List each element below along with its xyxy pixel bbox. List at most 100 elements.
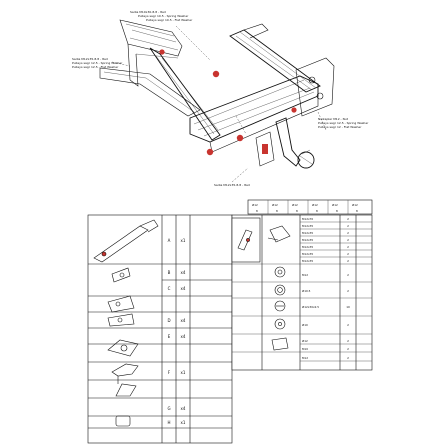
part-letter: A: [168, 238, 171, 243]
callout-center-bottom: Sadia M12x35-8.8 - 8ad: [214, 183, 250, 187]
nut-icon: [274, 266, 286, 278]
parts-table: A B C D E F G H x1 x4 x4 x4 x4 x1 x4 x1: [87, 214, 233, 444]
hardware-qty: 10: [346, 305, 350, 309]
part-letter: C: [168, 286, 171, 291]
hardware-qty-labels: 2 2 2 2 2 2 2 2 2 10 2 2 2 2: [346, 217, 350, 360]
part-letter: H: [167, 420, 170, 425]
part-letter: F: [168, 370, 171, 375]
callout-left-top: Sadia M10x30-8.8 - 8ad Pulleys sagr 10.5…: [130, 10, 193, 22]
part-qty: x1: [181, 420, 186, 425]
tow-neck: [275, 117, 301, 167]
part-g-icon: [115, 383, 137, 397]
part-e-icon: [107, 339, 139, 357]
part-a-icon: [93, 219, 159, 263]
part-letter: G: [167, 406, 170, 411]
callout-text: Naikaplar M12 - Nut: [318, 117, 349, 121]
hardware-size: M12x70: [302, 217, 313, 221]
hardware-qty: 2: [347, 217, 349, 221]
hardware-qty: 2: [347, 245, 349, 249]
washer-size: Ø12: [252, 202, 258, 207]
washer-qty: 8: [296, 209, 298, 213]
hardware-size: M12x35: [302, 231, 313, 235]
part-b-icon: [111, 267, 131, 283]
callout-text: Sadia M10x30-8.8 - 8ad: [130, 10, 166, 14]
part-qty: x1: [181, 370, 186, 375]
parts-table-qty: x1 x4 x4 x4 x4 x1 x4 x1: [181, 238, 186, 425]
hardware-table: M12x70 M12x35 M12x35 M12x35 M12x35 M12x3…: [231, 214, 373, 371]
parts-table-letters: A B C D E F G H: [167, 238, 170, 425]
hardware-qty: 2: [347, 252, 349, 256]
part-h-icon: [115, 415, 131, 427]
hardware-size: M12x35: [302, 245, 313, 249]
hardware-qty: 2: [347, 273, 349, 277]
hardware-qty: 2: [347, 224, 349, 228]
part-letter: B: [168, 270, 171, 275]
washer-qty: 8: [336, 209, 338, 213]
callout-text: Sadia M12x35-8.8 - 8ad: [72, 57, 108, 61]
callout-text: Pulleys sagr 12 - Flat Washer: [318, 125, 362, 129]
callout-text: Sadia M12x35-8.8 - 8ad: [214, 183, 250, 187]
callout-right-mid: Naikaplar M12 - Nut Pulleys sagr 12.5 - …: [318, 117, 369, 129]
part-d-icon: [107, 313, 135, 327]
part-qty: x4: [181, 406, 186, 411]
right-side-bracket: [229, 29, 321, 93]
hardware-qty: 2: [347, 356, 349, 360]
callout-left-mid: Sadia M12x35-8.8 - 8ad Pulleys sagr 12.5…: [72, 57, 123, 69]
bolt-head-marker: [212, 70, 220, 78]
callout-text: Pulleys sagr 12.5 - Flat Washer: [72, 65, 119, 69]
washer-grid-labels: Ø12 Ø12 Ø12 Ø12 Ø12 Ø12 8 8 8 8 8 8: [252, 202, 358, 213]
hardware-qty: 2: [347, 289, 349, 293]
part-qty: x4: [181, 334, 186, 339]
callout-text: Pulleys sagr 12.5 - Spring Washer: [318, 121, 369, 125]
hardware-size-labels: M12x70 M12x35 M12x35 M12x35 M12x35 M12x3…: [302, 217, 319, 360]
washer-size: Ø12: [292, 202, 298, 207]
callout-text: Pulleys sagr 12.5 - Spring Washer: [72, 61, 123, 65]
hardware-size: Ø12x30x2.5: [302, 304, 319, 309]
washer-qty: 8: [356, 209, 358, 213]
part-c-icon: [107, 295, 135, 313]
hardware-size: Ø10.5: [302, 288, 311, 293]
hardware-size: M12x35: [302, 259, 313, 263]
hardware-qty: 2: [347, 339, 349, 343]
left-mounting-rail: [119, 19, 183, 57]
hardware-size: M12x35: [302, 252, 313, 256]
callout-text: Pulleys sagr 10.5 - Flat Washer: [146, 18, 193, 22]
left-side-bracket: [149, 47, 221, 141]
hardware-qty: 2: [347, 238, 349, 242]
hardware-qty: 2: [347, 259, 349, 263]
part-letter: E: [168, 334, 171, 339]
washer-qty: 8: [256, 209, 258, 213]
washer-size: Ø12: [312, 202, 318, 207]
socket-plate: [255, 131, 275, 167]
hardware-qty: 2: [347, 347, 349, 351]
hardware-size: Ø12: [302, 338, 308, 343]
hardware-size: M12x35: [302, 238, 313, 242]
small-hardware-strip: [231, 217, 261, 263]
part-qty: x4: [181, 318, 186, 323]
part-letter: D: [167, 318, 170, 323]
hardware-qty: 2: [347, 231, 349, 235]
callout-text: Pulleys sagr 10.5 - Spring Washer: [138, 14, 189, 18]
washer-icon: [274, 284, 286, 296]
washer-size: Ø12: [272, 202, 278, 207]
hardware-size: Ø10: [302, 322, 308, 327]
part-f-icon: [111, 363, 139, 384]
washer-size: Ø12: [352, 202, 358, 207]
hardware-size: M12: [302, 356, 308, 360]
hardware-qty: 2: [347, 323, 349, 327]
washer-qty: 8: [276, 209, 278, 213]
washer-grid: Ø12 Ø12 Ø12 Ø12 Ø12 Ø12 8 8 8 8 8 8: [247, 199, 373, 215]
bolt-icon: [267, 225, 291, 243]
part-qty: x4: [181, 270, 186, 275]
hardware-size: M12: [302, 273, 308, 277]
part-qty: x4: [181, 286, 186, 291]
spring-washer-icon: [274, 300, 286, 312]
hardware-size: M12x35: [302, 224, 313, 228]
exploded-view: Sadia M10x30-8.8 - 8ad Pulleys sagr 10.5…: [72, 10, 369, 187]
washer-size: Ø12: [332, 202, 338, 207]
hardware-size: M10: [302, 347, 308, 351]
part-qty: x1: [181, 238, 186, 243]
bolt-short-icon: [271, 337, 289, 351]
washer-qty: 8: [316, 209, 318, 213]
